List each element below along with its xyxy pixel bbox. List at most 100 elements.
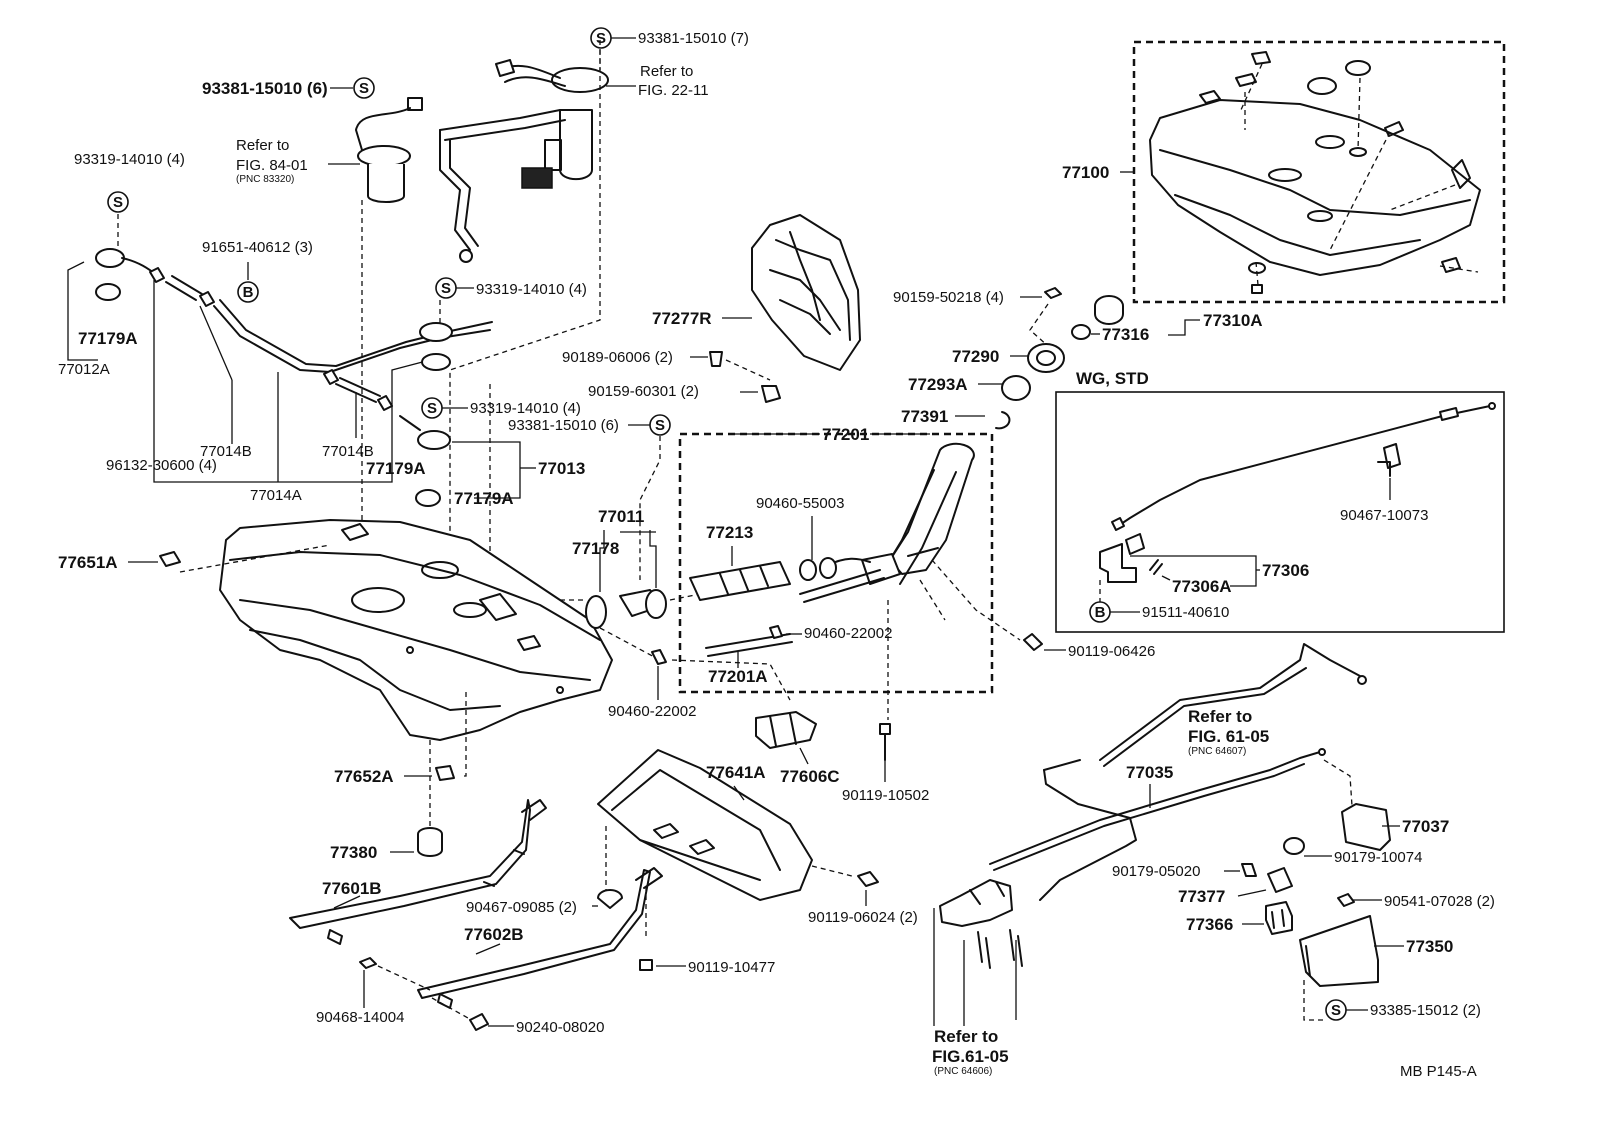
lid-lock-group: 77037 90179-10074 90179-05020 77377 7736…: [1112, 759, 1495, 1021]
filler-gasket-group: 77290 77293A 77391: [901, 343, 1065, 430]
tank-protector-group: 77641A 77606C 90119-10502 90119-06024 (2…: [597, 600, 929, 926]
label-refer-fig22-11-line2: FIG. 22-11: [638, 82, 709, 99]
label-90541-07028: 90541-07028 (2): [1384, 893, 1495, 910]
tank-band-77601B: 77601B 90467-09085 (2): [289, 799, 623, 945]
fuel-pump-group: S 93381-15010 (7) Refer to FIG. 22-11: [439, 27, 749, 263]
label-90467-09085: 90467-09085 (2): [466, 899, 577, 916]
label-77316: 77316: [1102, 325, 1149, 344]
label-77652A: 77652A: [334, 767, 394, 786]
label-77213: 77213: [706, 523, 753, 542]
breather-lines-group: 93319-14010 (4) S 77179A 77012A 91651-40…: [58, 40, 601, 560]
label-refer-fig84-01-line1: Refer to: [236, 137, 289, 154]
label-77201: 77201: [822, 425, 869, 444]
label-90159-60301: 90159-60301 (2): [588, 383, 699, 400]
label-77014B-a: 77014B: [200, 443, 252, 460]
label-refer-fig84-01-line2: FIG. 84-01: [236, 157, 308, 174]
s-marker-3: S: [113, 194, 123, 211]
label-77013: 77013: [538, 459, 585, 478]
label-93381-15010-7: 93381-15010 (7): [638, 30, 749, 47]
label-77366: 77366: [1186, 915, 1233, 934]
label-90119-10502: 90119-10502: [842, 787, 929, 804]
label-77179A-c: 77179A: [454, 489, 514, 508]
b-marker-1: B: [243, 284, 254, 301]
label-refer-fig61-05a-line1: Refer to: [1188, 707, 1252, 726]
label-77100: 77100: [1062, 163, 1109, 182]
label-77012A: 77012A: [58, 361, 110, 378]
label-90467-10073: 90467-10073: [1340, 507, 1428, 524]
label-77179A-a: 77179A: [78, 329, 138, 348]
label-refer-fig22-11-line1: Refer to: [640, 63, 693, 80]
label-93385-15012: 93385-15012 (2): [1370, 1002, 1481, 1019]
label-77037: 77037: [1402, 817, 1449, 836]
filler-protector-77277R: 77277R 90189-06006 (2) 90159-60301 (2): [562, 214, 861, 403]
label-77178: 77178: [572, 539, 619, 558]
label-77391: 77391: [901, 407, 948, 426]
label-90468-14004: 90468-14004: [316, 1009, 404, 1026]
label-77293A: 77293A: [908, 375, 968, 394]
label-refer-fig84-01-pnc: (PNC 83320): [236, 174, 294, 185]
label-77641A: 77641A: [706, 763, 766, 782]
label-wg-std: WG, STD: [1076, 369, 1149, 388]
label-refer-fig61-05b-line2: FIG.61-05: [932, 1047, 1009, 1066]
label-77014B-b: 77014B: [322, 443, 374, 460]
label-90189-06006: 90189-06006 (2): [562, 349, 673, 366]
label-93319-14010-4b: 93319-14010 (4): [476, 281, 587, 298]
b-marker-2: B: [1095, 604, 1106, 621]
label-93381-15010-6a: 93381-15010 (6): [202, 79, 328, 98]
label-90460-22002-b: 90460-22002: [608, 703, 696, 720]
label-77350: 77350: [1406, 937, 1453, 956]
label-refer-fig61-05a-line2: FIG. 61-05: [1188, 727, 1269, 746]
label-93381-15010-6b: 93381-15010 (6): [508, 417, 619, 434]
label-77602B: 77602B: [464, 925, 524, 944]
label-91651-40612: 91651-40612 (3): [202, 239, 313, 256]
label-90119-06426: 90119-06426: [1068, 643, 1155, 660]
bolt-90159-50218: 90159-50218 (4): [893, 287, 1062, 347]
s-marker-4: S: [441, 280, 451, 297]
s-marker-7: S: [1331, 1002, 1341, 1019]
fuel-tank-vent-group: 77011 77178: [560, 507, 701, 661]
small-fasteners-bottom-left: 90468-14004 90240-08020: [316, 957, 604, 1036]
tank-plugs-group: 77652A 77380: [330, 692, 467, 862]
figure-code: MB P145-A: [1400, 1063, 1477, 1080]
fuel-tank-assembly-illustration: [1149, 51, 1481, 294]
clamp-90460-22002-b: 90460-22002: [608, 649, 791, 720]
fuel-tank-assembly-box: 77100: [1062, 40, 1506, 304]
label-77306A: 77306A: [1172, 577, 1232, 596]
label-77380: 77380: [330, 843, 377, 862]
label-refer-fig61-05b-pnc: (PNC 64606): [934, 1066, 992, 1077]
label-90460-55003: 90460-55003: [756, 495, 844, 512]
label-77201A: 77201A: [708, 667, 768, 686]
s-marker-1: S: [596, 30, 606, 47]
label-refer-fig61-05a-pnc: (PNC 64607): [1188, 746, 1246, 757]
label-77011: 77011: [598, 507, 644, 526]
opener-cable-group: Refer to FIG. 61-05 (PNC 64607) 77035 Re…: [932, 643, 1367, 1077]
label-90119-10477: 90119-10477: [688, 959, 775, 976]
label-77179A-b: 77179A: [366, 459, 426, 478]
main-fuel-tank-illustration: [219, 519, 613, 741]
drain-plug-77651A: 77651A: [58, 544, 331, 573]
label-96132-30600: 96132-30600 (4): [106, 457, 217, 474]
s-marker-2: S: [359, 80, 369, 97]
wg-std-box: WG, STD 90467-10073 77306 77306A B 91511…: [1055, 369, 1505, 633]
label-77606C: 77606C: [780, 767, 840, 786]
label-77014A: 77014A: [250, 487, 302, 504]
label-90119-06024: 90119-06024 (2): [808, 909, 918, 926]
s-marker-5: S: [427, 400, 437, 417]
fuel-sender-gauge-group: 93381-15010 (6) S Refer to FIG. 84-01 (P…: [202, 77, 423, 560]
bolt-90119-06426: 90119-06426: [931, 559, 1155, 660]
screw-93381-15010-6b: 93381-15010 (6) S: [508, 414, 671, 580]
filler-pipe-assembly-box: 77201 77213 90460-55003 90460-22002 7720…: [678, 425, 994, 694]
label-77651A: 77651A: [58, 553, 118, 572]
label-77310A: 77310A: [1203, 311, 1263, 330]
s-marker-6: S: [655, 417, 665, 434]
label-refer-fig61-05b-line1: Refer to: [934, 1027, 998, 1046]
label-77277R: 77277R: [652, 309, 712, 328]
label-77290: 77290: [952, 347, 999, 366]
fuel-cap-group: 77316 77310A: [1071, 295, 1263, 344]
label-91511-40610: 91511-40610: [1142, 604, 1229, 621]
label-90240-08020: 90240-08020: [516, 1019, 604, 1036]
label-77306: 77306: [1262, 561, 1309, 580]
label-90179-05020: 90179-05020: [1112, 863, 1200, 880]
label-77035: 77035: [1126, 763, 1173, 782]
